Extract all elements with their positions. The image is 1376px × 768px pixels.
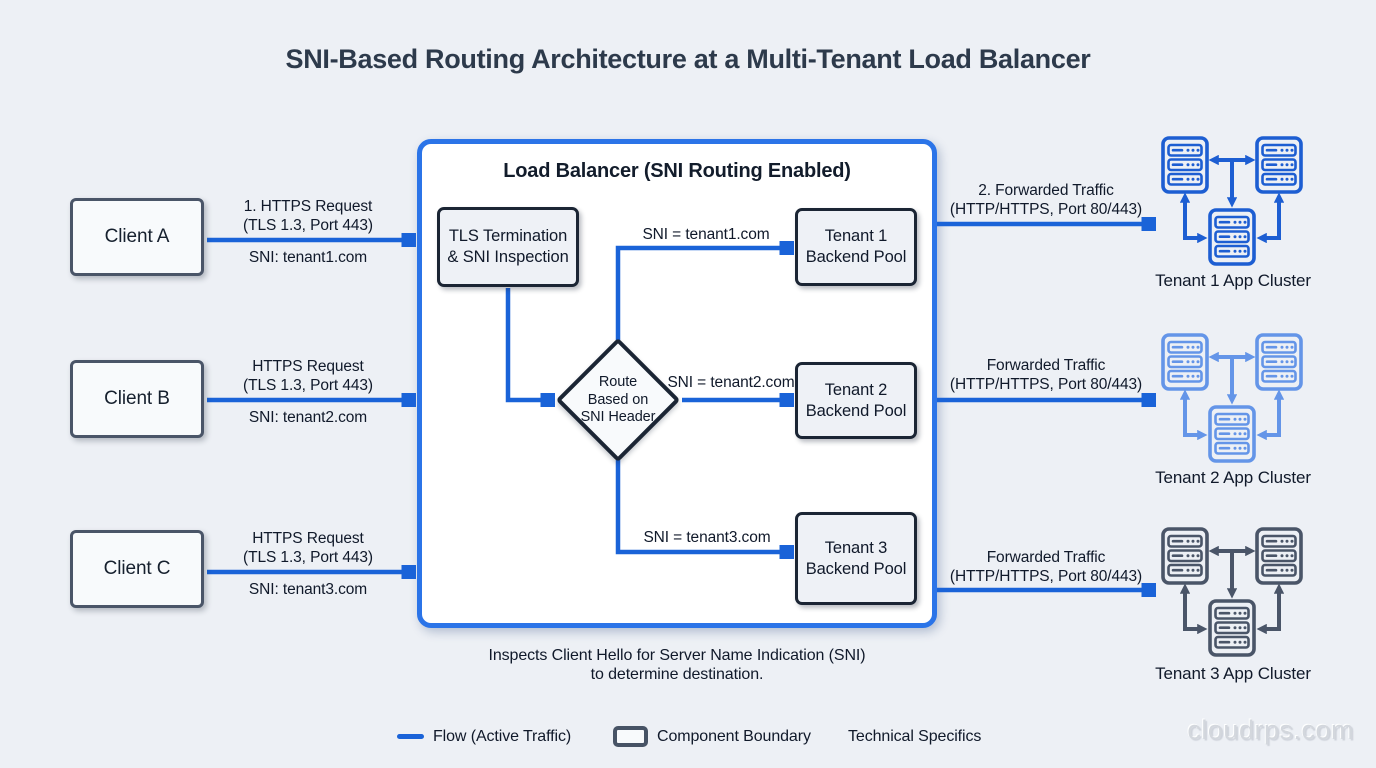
sni-label-b: SNI: tenant2.com — [248, 409, 368, 426]
tenant3-backend-pool-box: Tenant 3 Backend Pool — [795, 512, 917, 605]
legend-boundary-label: Component Boundary — [657, 728, 811, 745]
tenant1-backend-pool-box: Tenant 1 Backend Pool — [795, 208, 917, 286]
page-title: SNI-Based Routing Architecture at a Mult… — [285, 44, 1091, 74]
sni-label-c: SNI: tenant3.com — [248, 581, 368, 598]
tenant1-app-cluster — [1160, 136, 1308, 270]
client-a-label: Client A — [104, 226, 170, 247]
legend-flow-label: Flow (Active Traffic) — [433, 728, 572, 745]
tenant1-cluster-label: Tenant 1 App Cluster — [1155, 271, 1311, 290]
client-b-label: Client B — [104, 388, 170, 409]
route-label-tenant2: SNI = tenant2.com — [667, 374, 795, 391]
route-label-tenant1: SNI = tenant1.com — [642, 226, 770, 243]
sni-label-a: SNI: tenant1.com — [248, 249, 368, 266]
client-a-box: Client A — [70, 198, 204, 276]
request-label-a: 1. HTTPS Request (TLS 1.3, Port 443) — [243, 198, 373, 234]
request-label-b: HTTPS Request (TLS 1.3, Port 443) — [243, 358, 373, 394]
tenant2-cluster-label: Tenant 2 App Cluster — [1155, 468, 1311, 487]
server-cluster-icon — [1161, 333, 1303, 463]
request-label-c: HTTPS Request (TLS 1.3, Port 443) — [243, 530, 373, 566]
tenant3-app-cluster — [1160, 527, 1308, 661]
client-c-box: Client C — [70, 530, 204, 608]
legend-component-boundary-icon — [613, 726, 648, 747]
forwarded-label-3: Forwarded Traffic (HTTP/HTTPS, Port 80/4… — [949, 549, 1143, 585]
forwarded-label-2: Forwarded Traffic (HTTP/HTTPS, Port 80/4… — [949, 357, 1143, 393]
tenant2-backend-pool-box: Tenant 2 Backend Pool — [795, 362, 917, 439]
client-c-label: Client C — [103, 558, 171, 579]
diagram-caption: Inspects Client Hello for Server Name In… — [488, 647, 866, 683]
tenant3-cluster-label: Tenant 3 App Cluster — [1155, 664, 1311, 683]
load-balancer-title: Load Balancer (SNI Routing Enabled) — [503, 160, 851, 182]
sni-decision-label: Route Based on SNI Header — [580, 374, 656, 425]
server-cluster-icon — [1161, 527, 1303, 657]
client-b-box: Client B — [70, 360, 204, 438]
route-label-tenant3: SNI = tenant3.com — [643, 529, 771, 546]
tls-termination-box: TLS Termination & SNI Inspection — [437, 207, 579, 287]
legend-flow-line-icon — [397, 734, 424, 739]
watermark: cloudrps.com — [1187, 715, 1354, 745]
tenant2-app-cluster — [1160, 333, 1308, 467]
server-cluster-icon — [1161, 136, 1303, 266]
forwarded-label-1: 2. Forwarded Traffic (HTTP/HTTPS, Port 8… — [949, 182, 1143, 218]
legend-specs-label: Technical Specifics — [848, 728, 982, 745]
